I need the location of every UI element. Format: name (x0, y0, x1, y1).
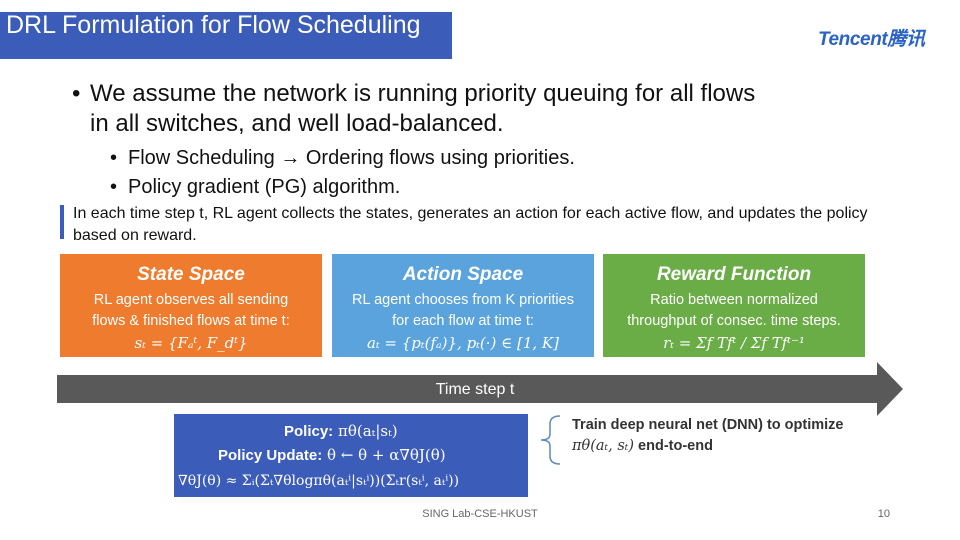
note-text: In each time step t, RL agent collects t… (73, 205, 868, 244)
tencent-logo: Tencent腾讯 (818, 29, 925, 50)
dnn-line-1: Train deep neural net (DNN) to optimize (572, 417, 844, 433)
card-line: RL agent observes all sending (93, 292, 289, 308)
card-line: flows & finished flows at time t: (92, 313, 290, 329)
card-heading: State Space (137, 264, 245, 285)
card-formula: aₜ = {pₜ(fₐ)}, pₜ(·) ∈ [1, K] (367, 334, 559, 352)
policy-update-formula: θ ← θ + α∇θJ(θ) (326, 446, 446, 464)
card-line: Ratio between normalized (650, 292, 818, 308)
note-accent-bar (60, 205, 64, 239)
page-number: 10 (877, 508, 890, 520)
policy-update-label: Policy Update: (218, 447, 323, 464)
state-space-card: State Space RL agent observes all sendin… (60, 254, 322, 357)
card-line: throughput of consec. time steps. (627, 313, 841, 329)
card-formula: rₜ = Σf Tfᵗ / Σf Tfᵗ⁻¹ (663, 334, 805, 352)
sub-bullet-2-text: Policy gradient (PG) algorithm. (128, 176, 401, 198)
bullet-1-line2: in all switches, and well load-balanced. (90, 110, 504, 137)
card-heading: Action Space (402, 264, 524, 285)
sub-bullet-2: • Policy gradient (PG) algorithm. (110, 173, 830, 201)
title-band: DRL Formulation for Flow Scheduling (0, 12, 452, 59)
sub-bullet-1-after: Ordering flows using priorities. (305, 147, 575, 169)
bullet-dot: • (110, 147, 118, 169)
policy-box: Policy: πθ(aₜ|sₜ) Policy Update: θ ← θ +… (174, 414, 528, 497)
action-space-card: Action Space RL agent chooses from K pri… (332, 254, 594, 357)
dnn-line-2-text: end-to-end (634, 438, 713, 454)
bullet-dot: • (110, 176, 118, 198)
policy-update-line: Policy Update: θ ← θ + α∇θJ(θ) (218, 445, 446, 466)
policy-line: Policy: πθ(aₜ|sₜ) (284, 421, 398, 442)
timeline-arrow (57, 362, 903, 416)
footer-lab: SING Lab-CSE-HKUST (422, 508, 538, 520)
gradient-formula: ∇θJ(θ) ≈ Σᵢ(Σₜ∇θlogπθ(aₜⁱ|sₜⁱ))(Σₜr(sₜⁱ,… (178, 473, 460, 489)
policy-formula: πθ(aₜ|sₜ) (337, 422, 398, 440)
card-formula: sₜ = {Fₐᵗ, F_dᵗ} (134, 334, 248, 352)
dnn-text: Train deep neural net (DNN) to optimize … (572, 415, 872, 457)
reward-function-card: Reward Function Ratio between normalized… (603, 254, 865, 357)
timeline-label: Time step t (435, 381, 515, 398)
sub-bullet-1: • Flow Scheduling → Ordering flows using … (110, 144, 830, 172)
dnn-line-2: πθ(aₜ, sₜ) end-to-end (572, 436, 872, 457)
bullet-1-line1: We assume the network is running priorit… (90, 80, 756, 107)
policy-label: Policy: (284, 423, 334, 440)
brace-icon (540, 415, 561, 465)
card-line: for each flow at time t: (392, 313, 534, 329)
slide-title: DRL Formulation for Flow Scheduling (6, 12, 421, 39)
dnn-formula: πθ(aₜ, sₜ) (572, 438, 635, 454)
right-arrow-icon: → (280, 147, 301, 169)
sub-bullet-1-before: Flow Scheduling (128, 147, 275, 169)
card-line: RL agent chooses from K priorities (352, 292, 574, 308)
bullet-dot: • (72, 80, 81, 107)
bullet-1: • We assume the network is running priori… (72, 79, 902, 139)
card-heading: Reward Function (656, 264, 812, 285)
